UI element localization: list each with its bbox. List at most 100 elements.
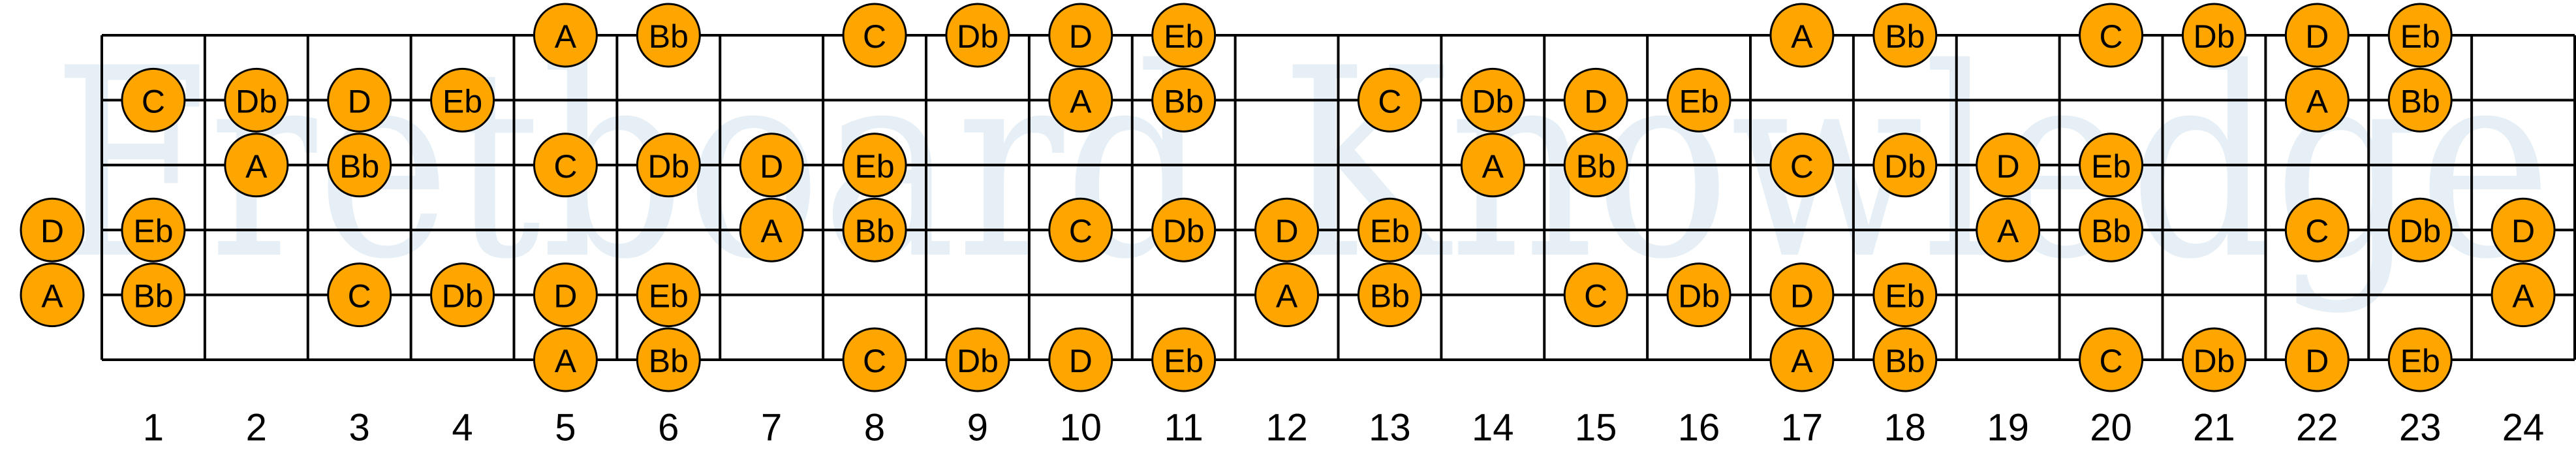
note-circle [121, 67, 186, 133]
note-marker: Bb [1563, 133, 1628, 198]
note-label: C [2305, 213, 2329, 249]
note-label: Db [1472, 83, 1513, 119]
note-circle [2284, 197, 2350, 262]
note-marker: C [121, 67, 186, 133]
note-label: A [1070, 83, 1092, 119]
note-marker: Bb [2387, 67, 2453, 133]
fret-number: 14 [1472, 407, 1514, 449]
note-circle [842, 3, 907, 68]
note-marker: A [533, 327, 598, 392]
note-marker: Db [1460, 67, 1525, 133]
note-circle [20, 197, 85, 262]
note-label: Eb [1885, 278, 1925, 315]
note-label: A [2306, 83, 2329, 119]
note-label: Db [1163, 213, 1205, 249]
note-circle [430, 67, 495, 133]
fret-number: 5 [555, 407, 576, 449]
fret-number: 4 [452, 407, 473, 449]
fret-number: 12 [1265, 407, 1308, 449]
note-label: Bb [1885, 18, 1925, 55]
note-marker: A [20, 262, 85, 328]
note-label: C [2100, 343, 2123, 379]
note-marker: Db [1666, 262, 1731, 328]
note-label: C [553, 148, 577, 185]
note-circle [1872, 3, 1938, 68]
fret-number: 11 [1164, 407, 1203, 449]
note-circle [533, 3, 598, 68]
fret-number: 2 [246, 407, 267, 449]
note-label: Bb [1576, 148, 1616, 185]
note-marker: Db [1151, 197, 1217, 262]
note-marker: D [1048, 3, 1113, 68]
note-label: C [1069, 213, 1093, 249]
note-label: D [760, 148, 783, 185]
note-marker: Db [2181, 327, 2246, 392]
note-marker: Db [945, 327, 1010, 392]
note-label: Db [1678, 278, 1720, 315]
note-marker: Eb [1151, 327, 1217, 392]
note-marker: D [1563, 67, 1628, 133]
note-marker: Bb [1151, 67, 1217, 133]
note-marker: D [2284, 327, 2350, 392]
note-marker: A [2284, 67, 2350, 133]
note-circle [121, 197, 186, 262]
note-label: D [2511, 213, 2535, 249]
note-circle [739, 133, 804, 198]
note-marker: A [533, 3, 598, 68]
note-label: D [1275, 213, 1299, 249]
note-circle [1769, 133, 1835, 198]
note-label: Db [2193, 18, 2235, 55]
note-circle [533, 133, 598, 198]
note-marker: Db [636, 133, 701, 198]
note-circle [1151, 67, 1217, 133]
fret-number: 3 [349, 407, 370, 449]
note-label: Eb [649, 278, 689, 315]
note-label: Bb [649, 343, 689, 379]
note-marker: Bb [121, 262, 186, 328]
note-circle [1769, 3, 1835, 68]
note-marker: C [533, 133, 598, 198]
fret-number: 20 [2090, 407, 2132, 449]
fret-number: 16 [1678, 407, 1720, 449]
note-label: C [863, 18, 886, 55]
note-label: A [245, 148, 268, 185]
note-circle [2181, 3, 2246, 68]
note-marker: C [1357, 67, 1422, 133]
fret-number: 23 [2399, 407, 2442, 449]
fret-number: 24 [2502, 407, 2545, 449]
note-circle [224, 67, 289, 133]
note-marker: Eb [1151, 3, 1217, 68]
note-label: Eb [1164, 18, 1203, 55]
note-label: Db [1884, 148, 1926, 185]
note-label: Bb [339, 148, 379, 185]
note-marker: C [2079, 3, 2144, 68]
fret-number: 1 [143, 407, 164, 449]
note-marker: Eb [842, 133, 907, 198]
note-label: A [1791, 18, 1813, 55]
note-marker: C [1769, 133, 1835, 198]
note-circle [1357, 67, 1422, 133]
note-circle [739, 197, 804, 262]
note-circle [1254, 262, 1320, 328]
note-label: Bb [133, 278, 173, 315]
note-label: Bb [2091, 213, 2131, 249]
note-marker: C [842, 3, 907, 68]
note-label: Db [957, 343, 999, 379]
note-circle [1048, 197, 1113, 262]
note-label: Db [442, 278, 484, 315]
note-label: Eb [133, 213, 173, 249]
note-circle [1976, 197, 2041, 262]
note-label: Bb [1885, 343, 1925, 379]
note-circle [533, 262, 598, 328]
note-circle [636, 262, 701, 328]
note-label: C [1378, 83, 1401, 119]
note-marker: D [1769, 262, 1835, 328]
note-label: D [1584, 83, 1607, 119]
note-marker: A [2491, 262, 2556, 328]
note-marker: A [1048, 67, 1113, 133]
note-marker: C [2079, 327, 2144, 392]
fret-number: 15 [1575, 407, 1617, 449]
note-circle [636, 327, 701, 392]
fret-number: 10 [1060, 407, 1102, 449]
fret-number: 18 [1884, 407, 1927, 449]
